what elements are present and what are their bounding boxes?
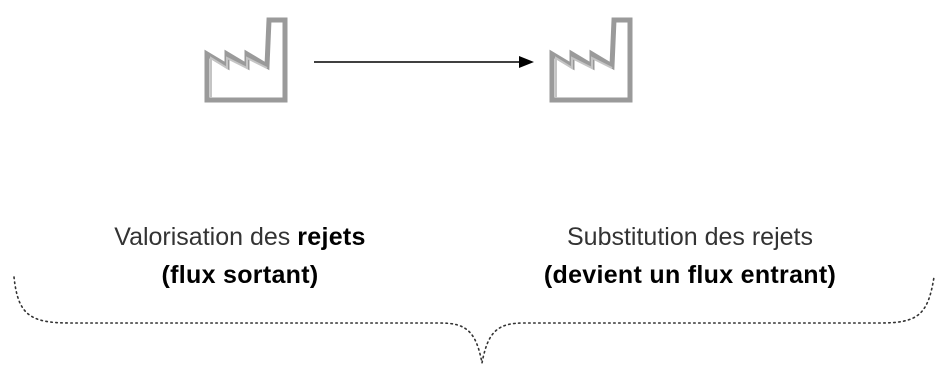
arrow-head-icon xyxy=(519,56,534,68)
rejets-keyword: rejets xyxy=(297,223,366,251)
flux-entrant-label: (devient un flux entrant) xyxy=(543,261,837,289)
substitution-line: Substitution des rejets xyxy=(567,223,813,251)
target-factory-icon xyxy=(544,8,654,108)
grouping-brace xyxy=(13,276,935,364)
valorisation-prefix: Valorisation des xyxy=(114,223,291,251)
flux-sortant-label: (flux sortant) xyxy=(161,261,319,289)
flow-arrow xyxy=(314,56,534,68)
valorisation-caption: Valorisation des rejets (flux sortant) xyxy=(40,218,440,294)
substitution-caption: Substitution des rejets (devient un flux… xyxy=(480,218,900,294)
valorisation-line: Valorisation des rejets xyxy=(40,218,440,256)
source-factory-icon xyxy=(199,8,309,108)
